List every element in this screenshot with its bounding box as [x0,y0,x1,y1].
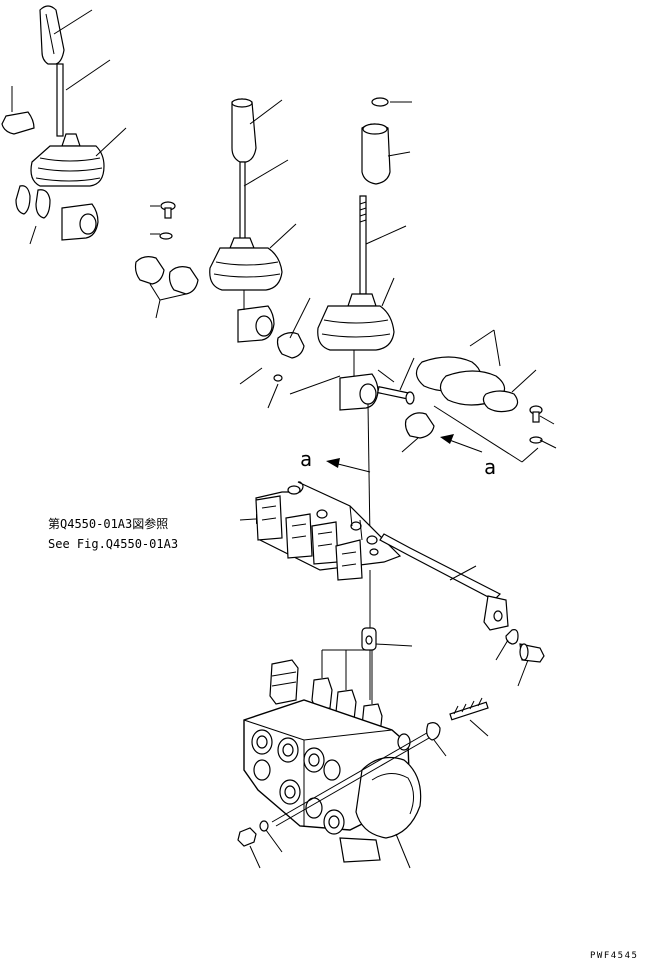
left-lever-assembly [1,5,127,245]
control-valve [243,649,422,869]
tie-rod [237,697,489,869]
clamp-bolt-group [134,201,199,319]
center-lever-assembly [209,98,311,409]
mounting-plate [255,481,402,581]
arrow-head-icon [440,434,454,444]
connector-link [361,570,413,700]
arrow-head-icon [326,458,340,468]
knob-covers [415,329,557,463]
right-lever-assembly [289,97,412,541]
view-label-a-right: a [484,455,496,479]
view-label-a-upper: a [300,447,312,471]
drawing-code: PWF4545 [590,951,638,961]
pivot-pin [377,357,435,453]
reference-en: See Fig.Q4550-01A3 [48,537,178,551]
reference-jp: 第Q4550-01A3図参照 [48,516,168,531]
link-rod [379,533,545,687]
